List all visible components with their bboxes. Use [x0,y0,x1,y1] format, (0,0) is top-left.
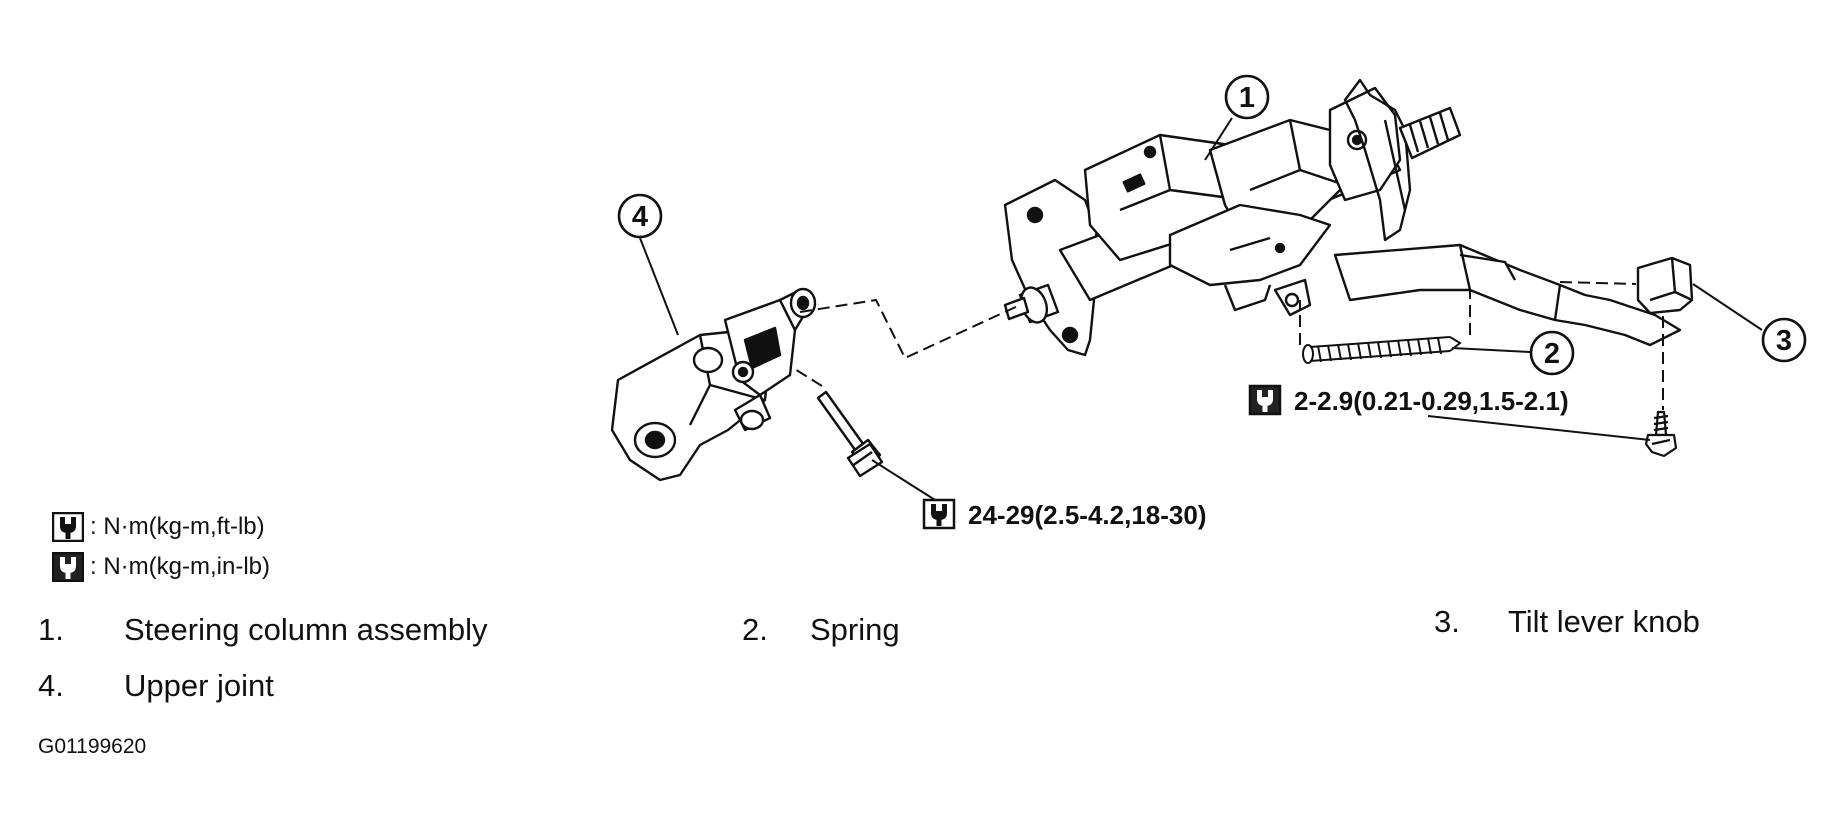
torque-value-knob-screw: 2-2.9(0.21-0.29,1.5-2.1) [1294,386,1569,416]
knob-screw [1644,410,1678,458]
assembly-lines [789,281,1664,410]
part-name: Tilt lever knob [1508,604,1700,639]
leader-lines [639,117,1763,506]
spring [1302,336,1462,364]
part-number: 3. [1434,604,1460,639]
part-name: Spring [810,612,900,647]
callout-4-label: 4 [632,201,648,233]
torque-wrench-icon [922,498,956,530]
upper-joint-bolt [816,390,884,478]
upper-joint [610,287,817,482]
part-number: 1. [38,612,64,647]
callout-1: 1 [1224,74,1270,120]
legend-item-in-lb: : N·m(kg-m,in-lb) [52,552,270,582]
callout-2: 2 [1529,330,1575,376]
legend-text-in-lb: : N·m(kg-m,in-lb) [90,553,270,580]
part-name: Steering column assembly [124,612,488,647]
part-name: Upper joint [124,668,274,703]
callout-3: 3 [1761,317,1807,363]
torque-spec-knob-screw: 2-2.9(0.21-0.29,1.5-2.1) [1248,384,1569,416]
torque-value-upper-joint: 24-29(2.5-4.2,18-30) [968,500,1206,530]
part-number: 2. [742,612,768,647]
legend-text-ft-lb: : N·m(kg-m,ft-lb) [90,513,265,540]
torque-wrench-inlb-icon [1248,384,1282,416]
figure-id: G01199620 [38,735,147,758]
callout-2-label: 2 [1544,338,1560,370]
torque-spec-upper-joint: 24-29(2.5-4.2,18-30) [922,498,1206,530]
callout-1-label: 1 [1239,82,1255,114]
callout-4: 4 [617,193,663,239]
torque-wrench-inlb-icon [52,552,84,582]
part-number: 4. [38,668,64,703]
tilt-lever-knob [1636,256,1694,315]
steering-column-assembly [1003,78,1682,357]
legend-item-ft-lb: : N·m(kg-m,ft-lb) [52,512,265,542]
callout-3-label: 3 [1776,325,1792,357]
torque-wrench-icon [52,512,84,542]
